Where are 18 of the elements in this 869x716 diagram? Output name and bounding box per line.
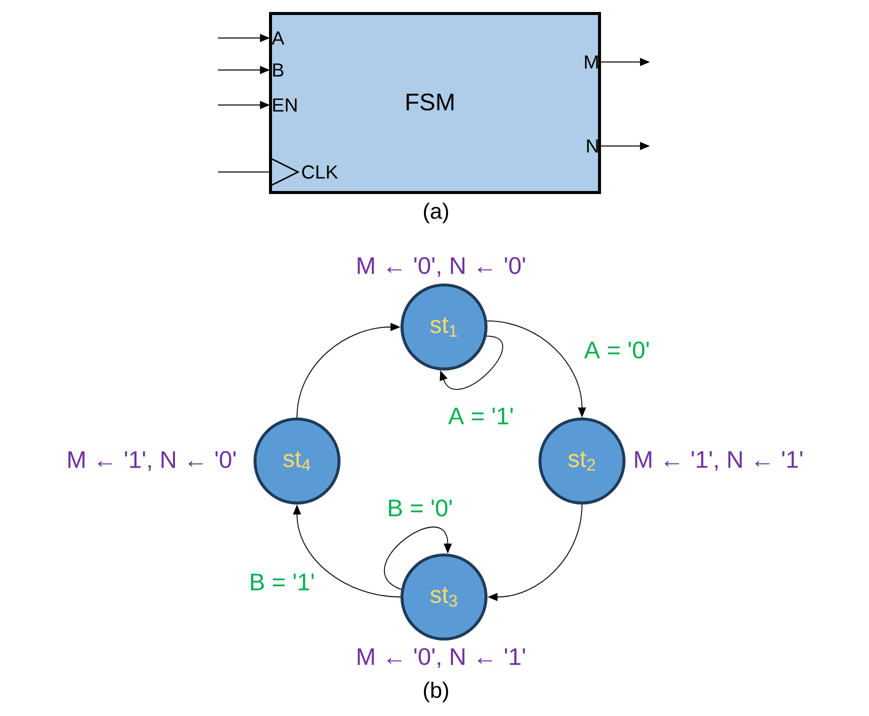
port-label: EN: [273, 98, 297, 112]
edge-label: A = '1': [447, 406, 515, 426]
clock-input: CLK: [270, 157, 338, 187]
panel-label: (b): [424, 682, 448, 702]
output-assignment: M ← '0', N ← '0': [358, 257, 525, 277]
edge-label: B = '0': [386, 498, 454, 518]
edge-label: A = '0': [583, 340, 651, 360]
port-label: B: [273, 63, 284, 77]
output-assignment: M ← '1', N ← '1': [635, 451, 802, 471]
arrow: [384, 526, 452, 590]
port-label: M: [585, 55, 598, 69]
output-assignment: M ← '0', N ← '1': [358, 648, 525, 668]
edge-label: B = '1': [248, 572, 316, 592]
arrow: [440, 336, 504, 390]
port-label: N: [587, 139, 598, 153]
panel-label: (a): [424, 202, 448, 224]
output-assignment: M ← '1', N ← '0': [68, 451, 236, 471]
port-label: A: [272, 31, 284, 45]
